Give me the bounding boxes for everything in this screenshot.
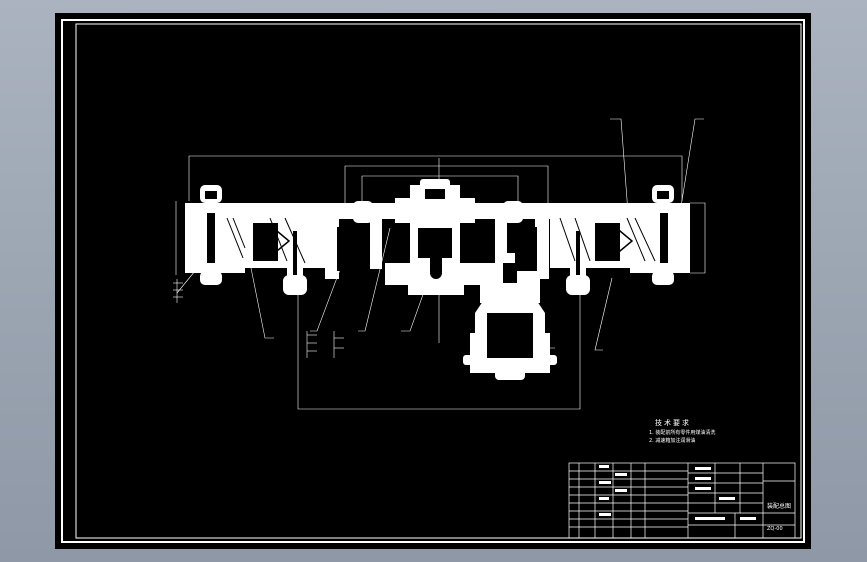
drawing-number: ZQ-00 bbox=[767, 526, 783, 532]
title-block-text-marks bbox=[599, 465, 756, 520]
drawing-sheet: 技术要求 1. 装配前所有零件用煤油清洗 2. 减速箱加注润滑油 装配总图 ZQ… bbox=[55, 13, 811, 549]
title-block bbox=[568, 462, 796, 539]
drawing-title: 装配总图 bbox=[767, 503, 792, 510]
note-1: 1. 装配前所有零件用煤油清洗 bbox=[649, 430, 716, 436]
gear-symbols bbox=[263, 230, 634, 252]
notes-title: 技术要求 bbox=[655, 419, 691, 427]
gear-housing bbox=[185, 179, 690, 380]
outer-border bbox=[61, 19, 805, 543]
housing-cavities bbox=[205, 189, 669, 358]
inner-border bbox=[75, 23, 802, 539]
note-2: 2. 减速箱加注润滑油 bbox=[649, 438, 696, 444]
assembly-drawing bbox=[61, 19, 805, 543]
section-hatching bbox=[226, 217, 656, 264]
